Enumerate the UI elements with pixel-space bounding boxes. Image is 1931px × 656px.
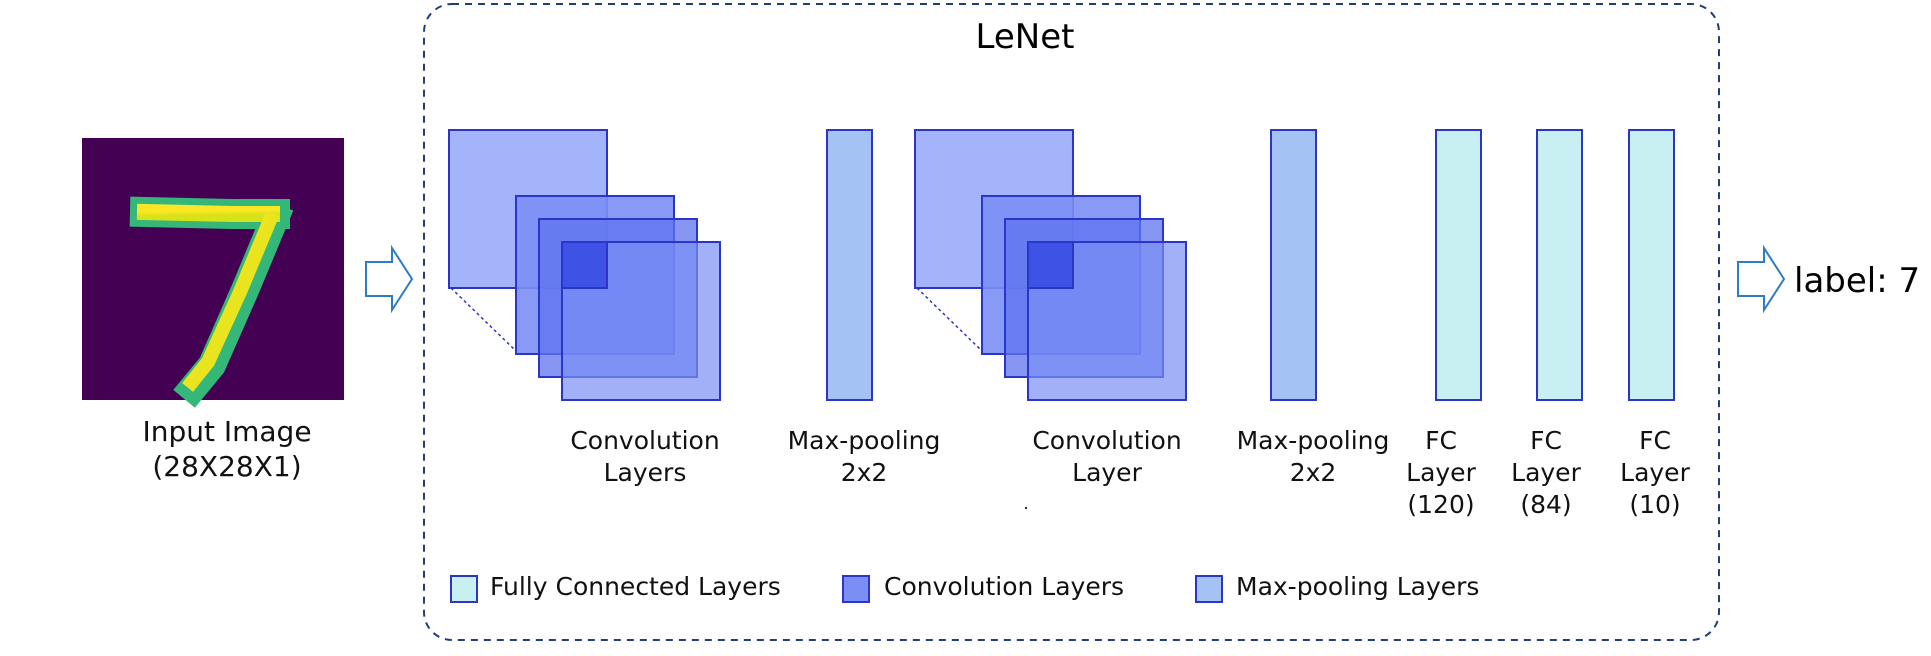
fc-layer-10	[1628, 129, 1675, 401]
fc3-label-line3: (10)	[1629, 490, 1680, 519]
pool2-label-line2: 2x2	[1290, 458, 1337, 487]
fc1-label-line3: (120)	[1407, 490, 1474, 519]
pool-layer-1	[826, 129, 873, 401]
fc-layer-84	[1536, 129, 1583, 401]
input-image	[82, 138, 344, 408]
conv2-label-line1: Convolution	[1032, 426, 1181, 455]
fc2-label-line2: Layer	[1511, 458, 1581, 487]
conv1-label-line2: Layers	[604, 458, 687, 487]
conv-block-1	[448, 129, 721, 401]
legend-swatch-pool	[1195, 575, 1223, 603]
input-label-line2: (28X28X1)	[152, 450, 301, 483]
fc1-label-line1: FC	[1425, 426, 1457, 455]
fc2-label-line3: (84)	[1520, 490, 1571, 519]
legend-swatch-conv	[842, 575, 870, 603]
legend-label-pool: Max-pooling Layers	[1236, 572, 1479, 601]
pool2-label-line1: Max-pooling	[1237, 426, 1390, 455]
conv1-label-line1: Convolution	[570, 426, 719, 455]
conv2-label-line2: Layer	[1072, 458, 1142, 487]
legend-label-fc: Fully Connected Layers	[490, 572, 781, 601]
fc1-label-line2: Layer	[1406, 458, 1476, 487]
pool-layer-2	[1270, 129, 1317, 401]
legend-label-conv: Convolution Layers	[884, 572, 1124, 601]
input-label-line1: Input Image	[142, 415, 311, 448]
fc3-label-line1: FC	[1639, 426, 1671, 455]
arrow-right-icon-output	[1737, 244, 1786, 314]
legend-swatch-fc	[450, 575, 478, 603]
legend: Fully Connected Layers Convolution Layer…	[450, 572, 1479, 603]
digit-glyph	[129, 196, 294, 408]
stray-dot	[1024, 506, 1028, 510]
lenet-frame	[423, 3, 1720, 641]
fc3-label-line2: Layer	[1620, 458, 1690, 487]
pool1-label-line2: 2x2	[841, 458, 888, 487]
pool1-label-line1: Max-pooling	[788, 426, 941, 455]
fc-layer-120	[1435, 129, 1482, 401]
diagram-title: LeNet	[976, 17, 1075, 57]
arrow-right-icon	[365, 244, 414, 314]
conv-block-2	[914, 129, 1187, 401]
output-label: label: 7	[1794, 261, 1920, 301]
fc2-label-line1: FC	[1530, 426, 1562, 455]
